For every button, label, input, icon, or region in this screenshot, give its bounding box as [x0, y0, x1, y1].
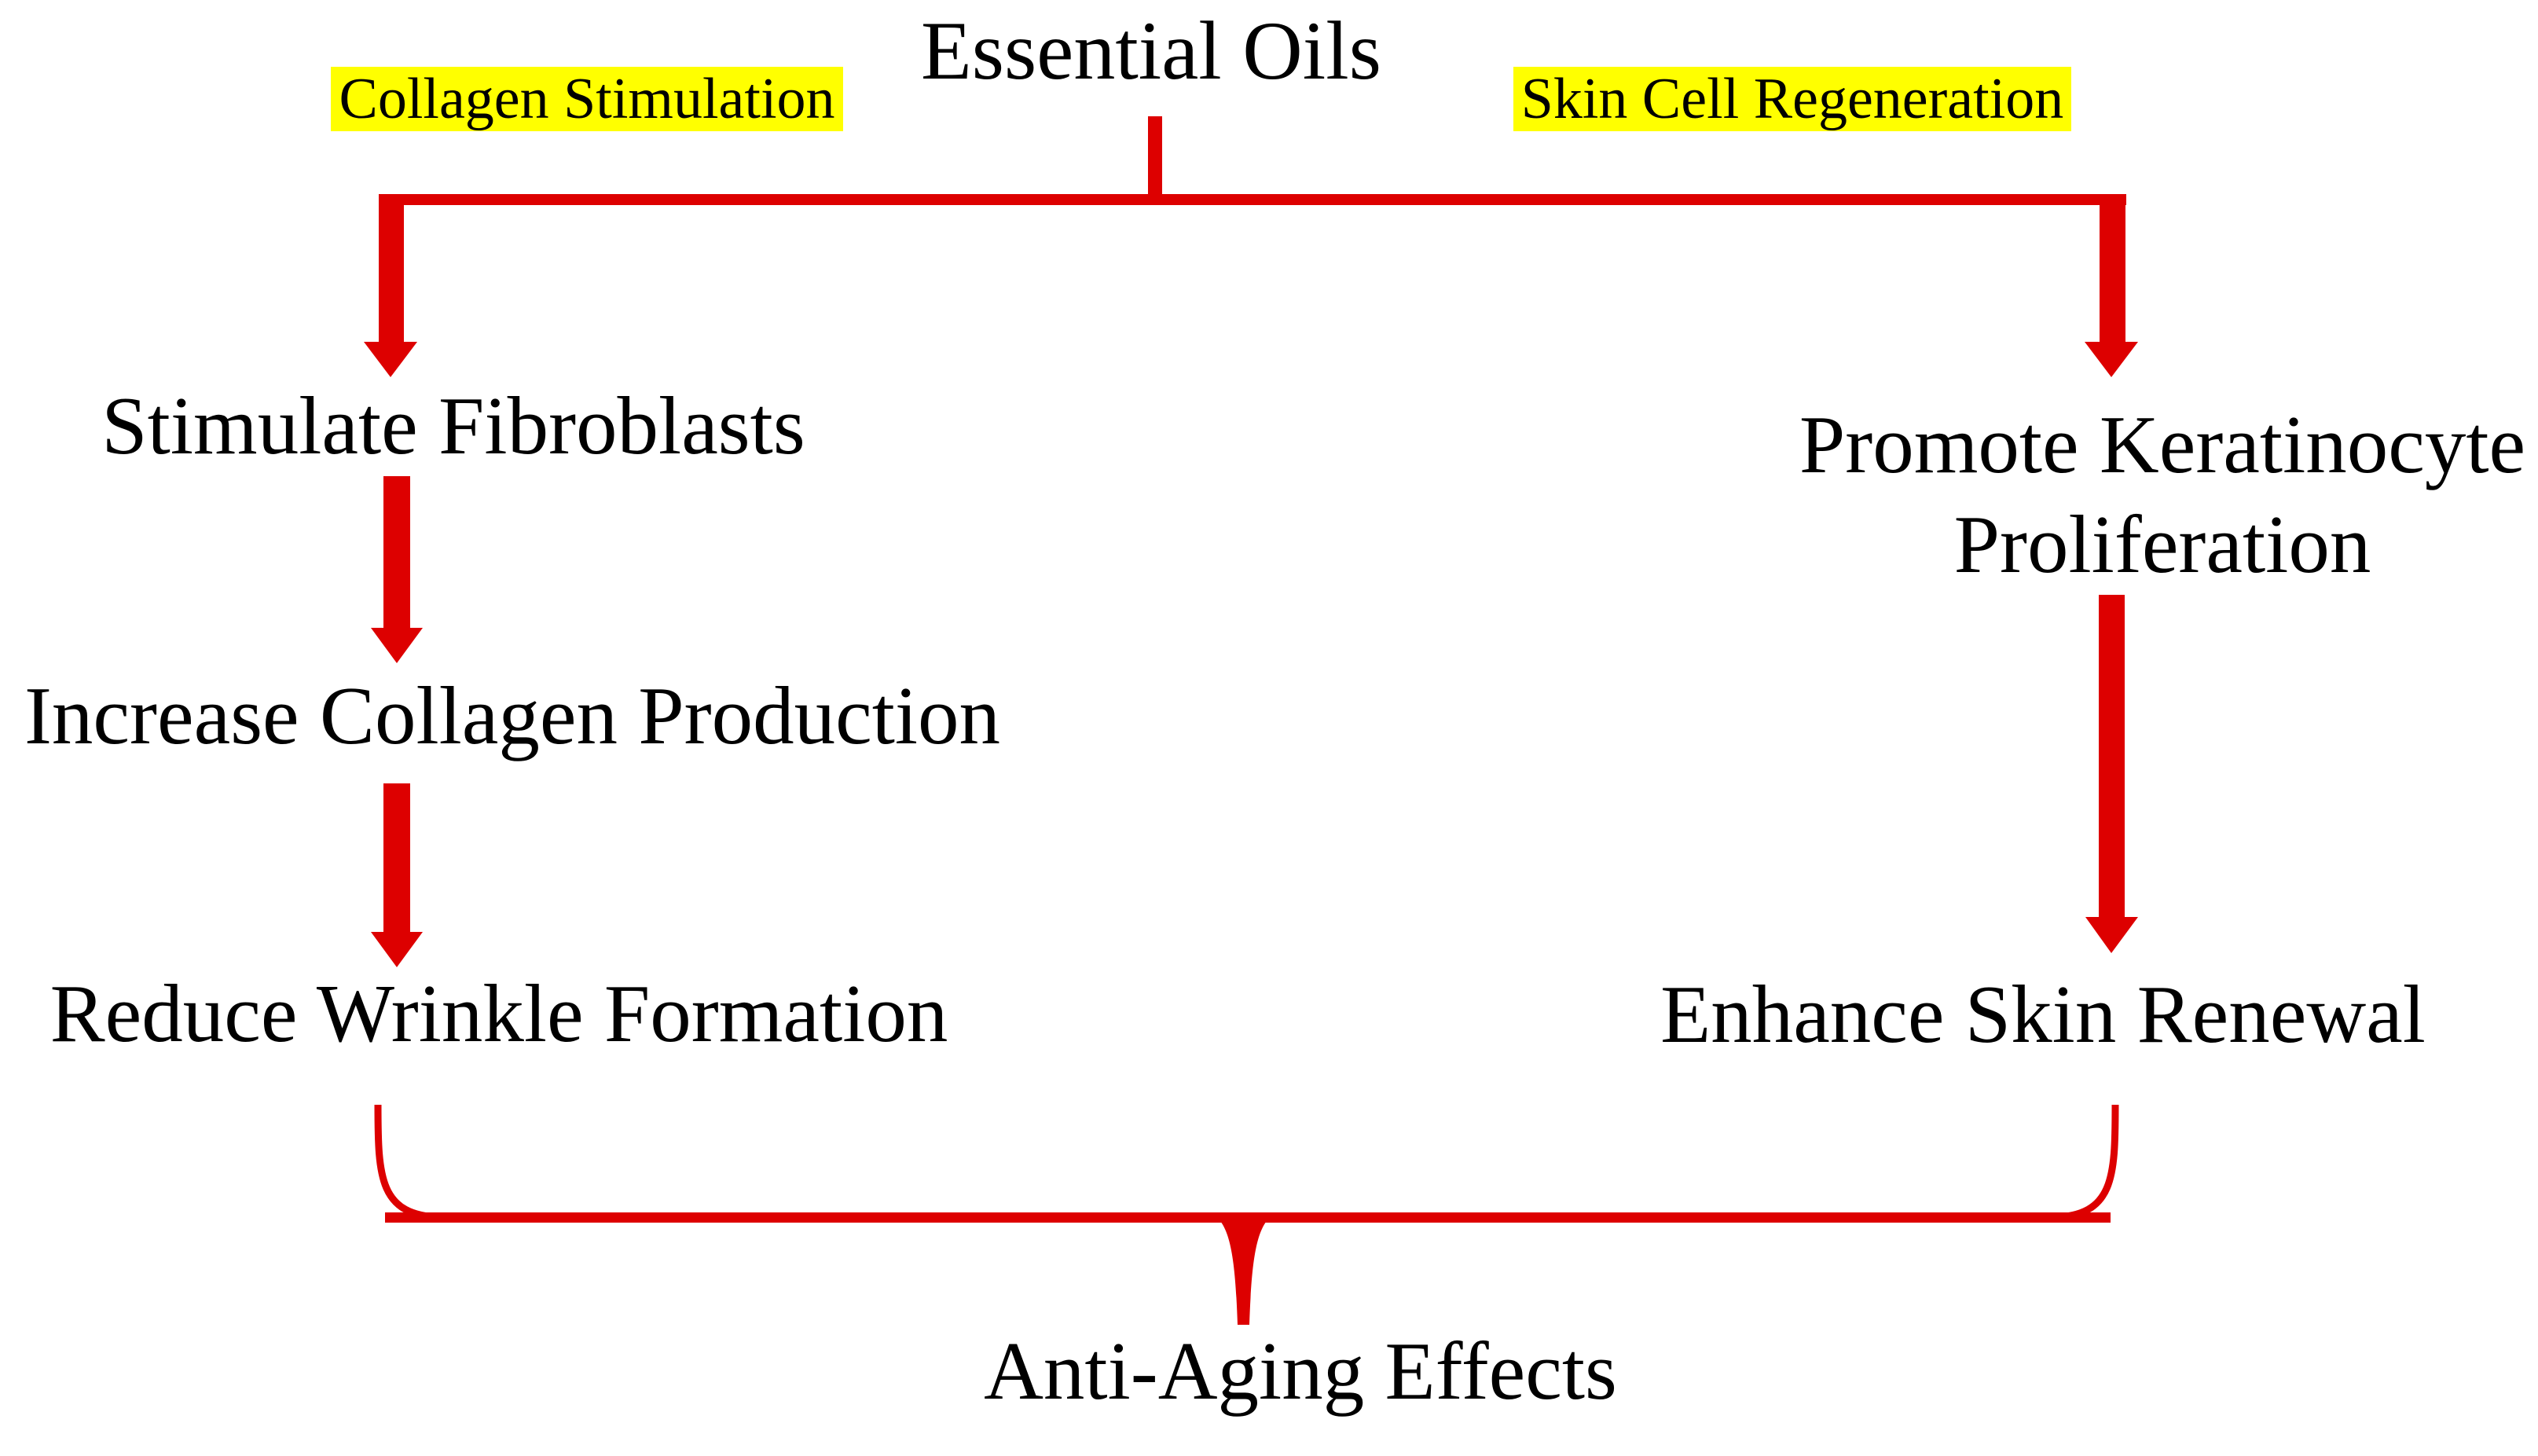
left-branch-arrowhead	[364, 342, 417, 377]
left-step-stimulate-fibroblasts: Stimulate Fibroblasts	[101, 380, 805, 471]
left-category-highlight-label: Collagen Stimulation	[331, 67, 843, 131]
brace-right-curl	[2052, 1104, 2119, 1221]
root-node-label: Essential Oils	[921, 5, 1381, 97]
left-arrow-3-head	[371, 932, 423, 967]
right-arrow-2-shaft	[2099, 595, 2125, 919]
right-branch-drop-shaft	[2100, 194, 2125, 343]
branch-horizontal-line	[379, 194, 2126, 205]
left-step-reduce-wrinkle-formation: Reduce Wrinkle Formation	[50, 967, 948, 1059]
left-arrow-2-shaft	[383, 476, 410, 630]
brace-center-pointer	[1208, 1212, 1278, 1325]
right-category-highlight-label: Skin Cell Regeneration	[1513, 67, 2071, 131]
root-stub-line	[1148, 116, 1162, 200]
left-arrow-2-head	[371, 628, 423, 663]
right-step-promote-keratinocyte-proliferation: Promote Keratinocyte Proliferation	[1799, 398, 2526, 591]
left-step-increase-collagen-production: Increase Collagen Production	[24, 669, 1001, 761]
right-arrow-2-head	[2085, 917, 2138, 953]
left-arrow-3-shaft	[383, 783, 410, 933]
brace-left-curl	[374, 1104, 442, 1221]
right-step-enhance-skin-renewal: Enhance Skin Renewal	[1660, 968, 2426, 1060]
left-branch-drop-shaft	[379, 194, 404, 343]
outcome-label: Anti-Aging Effects	[984, 1325, 1617, 1417]
right-branch-arrowhead	[2085, 342, 2138, 377]
